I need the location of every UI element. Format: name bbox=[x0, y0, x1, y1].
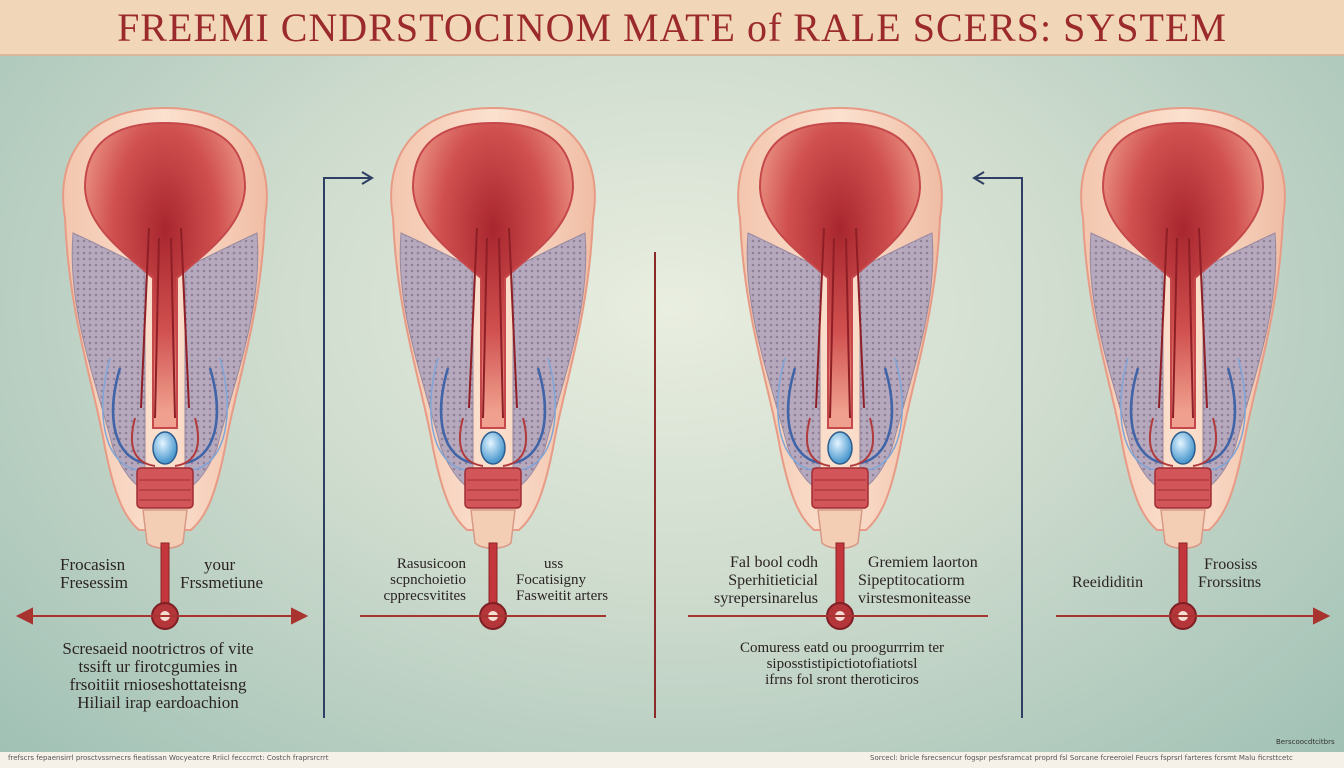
connector-arrow-right bbox=[974, 172, 1022, 718]
organ-figure-2 bbox=[391, 108, 595, 629]
organ-figure-4 bbox=[1081, 108, 1285, 629]
footer-credit-left: frefscrs fepaensirrl prosctvssrnecrs fie… bbox=[8, 754, 329, 762]
footer-corner-credit: Berscoocdtcitbrs bbox=[1276, 738, 1335, 746]
connector-arrow-left bbox=[324, 172, 372, 718]
organ-figure-1 bbox=[63, 108, 267, 629]
panel-4-left-label: Reeididitin bbox=[1072, 574, 1143, 592]
footer-credit-right: Sorcecl: bricle fsrecsencur fogspr pesfs… bbox=[870, 754, 1293, 762]
organ-figure-3 bbox=[738, 108, 942, 629]
